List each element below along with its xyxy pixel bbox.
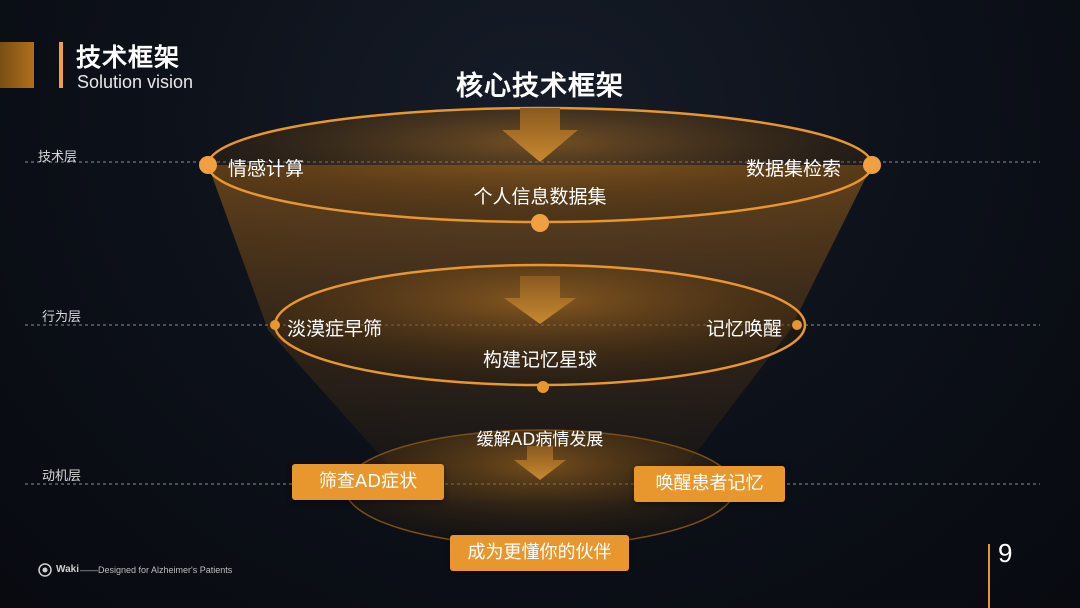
header-accent-bar: [59, 42, 63, 88]
arrow-down-icon: [514, 446, 566, 480]
layer-label-motivation: 动机层: [42, 469, 82, 484]
node-dot: [792, 320, 802, 330]
corner-accent-block: [0, 42, 34, 88]
section-subtitle: Solution vision: [77, 72, 194, 92]
layer-label-tech: 技术层: [38, 150, 78, 165]
node-dot: [863, 156, 881, 174]
waki-logo-icon: [38, 563, 52, 577]
footer-tagline: ——Designed for Alzheimer's Patients: [80, 565, 233, 575]
arrow-down-icon: [502, 108, 578, 162]
node-apathy-screening: 淡漠症早筛: [287, 318, 383, 340]
node-emotion-computing: 情感计算: [228, 158, 305, 180]
node-dot: [270, 320, 280, 330]
node-dataset-retrieval: 数据集检索: [746, 158, 842, 180]
section-title: 技术框架: [76, 43, 181, 72]
node-dot: [531, 214, 549, 232]
page-number-bar: [988, 544, 990, 608]
node-dot: [537, 381, 549, 393]
awaken-memory-box: 唤醒患者记忆: [634, 466, 785, 502]
node-memory-planet: 构建记忆星球: [482, 349, 597, 371]
footer-brand: Waki: [56, 564, 79, 575]
understanding-partner-box: 成为更懂你的伙伴: [450, 535, 629, 571]
page-number: 9: [998, 538, 1013, 568]
node-memory-awakening: 记忆唤醒: [706, 318, 783, 340]
screen-ad-symptoms-box: 筛查AD症状: [292, 464, 444, 500]
arrow-down-icon: [504, 276, 576, 324]
node-slow-ad: 缓解AD病情发展: [476, 430, 604, 450]
layer-label-behavior: 行为层: [42, 310, 82, 325]
node-dot: [199, 156, 217, 174]
node-personal-dataset: 个人信息数据集: [473, 186, 607, 208]
diagram-title: 核心技术框架: [456, 71, 624, 102]
